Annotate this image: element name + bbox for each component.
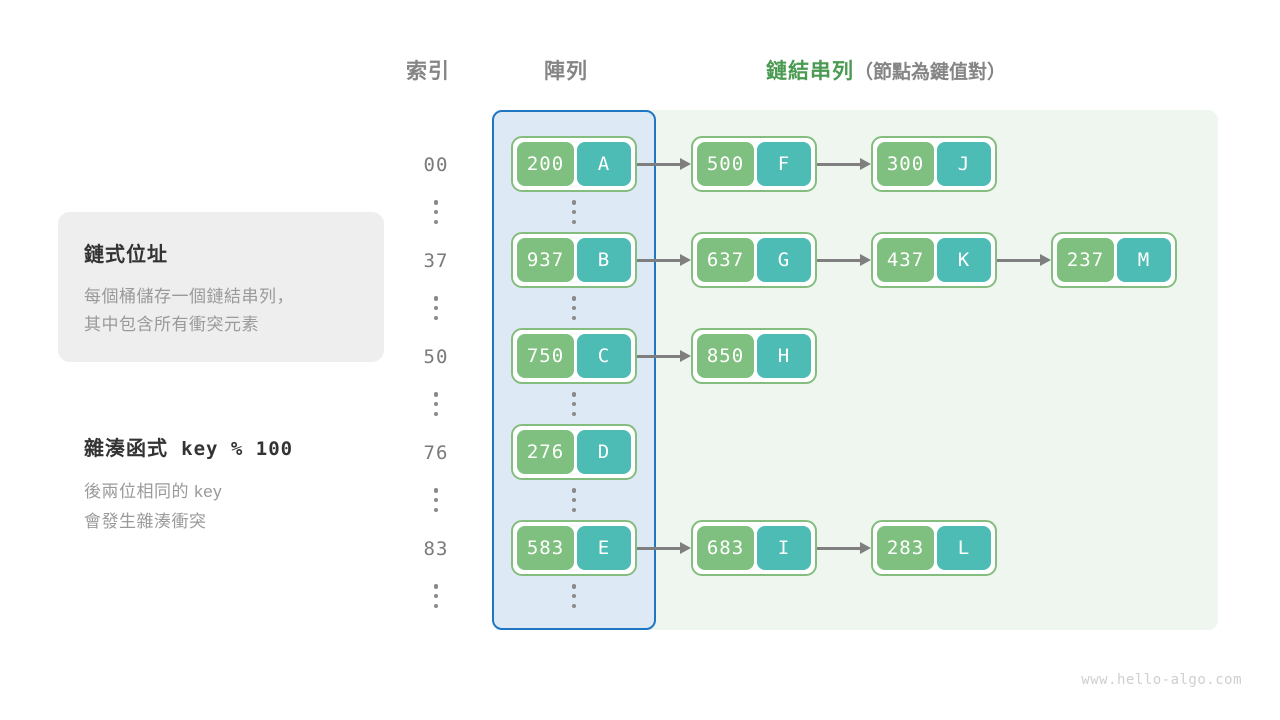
next-pointer-arrow (637, 158, 691, 170)
node-key: 276 (517, 430, 574, 474)
arrow-head (1040, 254, 1051, 266)
bucket-index-label: 00 (423, 154, 449, 176)
arrow-head (860, 542, 871, 554)
linked-list-subtitle: （節點為鍵值對） (854, 62, 1007, 83)
node-value: E (576, 526, 631, 570)
next-pointer-arrow (637, 350, 691, 362)
info-card: 鏈式位址 每個桶儲存一個鏈結串列， 其中包含所有衝突元素 (58, 212, 384, 362)
node-value: G (756, 238, 811, 282)
arrow-shaft (637, 546, 681, 550)
next-pointer-arrow (817, 254, 871, 266)
bucket-index-label: 76 (423, 442, 449, 464)
next-pointer-arrow (997, 254, 1051, 266)
arrow-head (680, 254, 691, 266)
node-key: 237 (1057, 238, 1114, 282)
array-ellipsis (567, 296, 581, 320)
node-value: M (1116, 238, 1171, 282)
index-ellipsis (429, 392, 443, 416)
info-card-line1: 每個桶儲存一個鏈結串列， (84, 287, 294, 306)
node-value: L (936, 526, 991, 570)
array-ellipsis (567, 200, 581, 224)
info-card-title: 鏈式位址 (84, 244, 168, 266)
node-key: 500 (697, 142, 754, 186)
node-value: H (756, 334, 811, 378)
node-key: 683 (697, 526, 754, 570)
index-ellipsis (429, 296, 443, 320)
array-ellipsis (567, 488, 581, 512)
node-key: 283 (877, 526, 934, 570)
arrow-shaft (637, 162, 681, 166)
index-ellipsis (429, 200, 443, 224)
node-key: 300 (877, 142, 934, 186)
index-ellipsis (429, 488, 443, 512)
arrow-head (860, 158, 871, 170)
hash-function-line1: 後兩位相同的 key (84, 482, 223, 501)
node-key: 437 (877, 238, 934, 282)
node-key: 937 (517, 238, 574, 282)
column-header-array: 陣列 (544, 60, 588, 83)
arrow-shaft (817, 162, 861, 166)
node-value: C (576, 334, 631, 378)
array-ellipsis (567, 584, 581, 608)
watermark: www.hello-algo.com (1081, 672, 1242, 688)
arrow-shaft (997, 258, 1041, 262)
next-pointer-arrow (817, 158, 871, 170)
node-value: I (756, 526, 811, 570)
hash-function-title: 雜湊函式 key % 100 (84, 432, 404, 461)
node-key: 850 (697, 334, 754, 378)
hash-function-line2: 會發生雜湊衝突 (84, 512, 207, 531)
node-value: D (576, 430, 631, 474)
arrow-shaft (817, 546, 861, 550)
node-value: K (936, 238, 991, 282)
next-pointer-arrow (637, 254, 691, 266)
arrow-shaft (817, 258, 861, 262)
arrow-head (680, 350, 691, 362)
arrow-shaft (637, 354, 681, 358)
info-card-body: 每個桶儲存一個鏈結串列， 其中包含所有衝突元素 (84, 283, 384, 339)
hash-function-expression: key % 100 (181, 438, 294, 460)
next-pointer-arrow (637, 542, 691, 554)
bucket-index-label: 50 (423, 346, 449, 368)
node-value: J (936, 142, 991, 186)
node-key: 583 (517, 526, 574, 570)
node-key: 637 (697, 238, 754, 282)
index-ellipsis (429, 584, 443, 608)
node-value: F (756, 142, 811, 186)
column-header-index: 索引 (406, 60, 450, 83)
hash-function-body: 後兩位相同的 key 會發生雜湊衝突 (84, 477, 404, 537)
hash-function-note: 雜湊函式 key % 100 後兩位相同的 key 會發生雜湊衝突 (84, 432, 404, 537)
node-value: A (576, 142, 631, 186)
hash-function-label: 雜湊函式 (84, 438, 168, 460)
info-card-line2: 其中包含所有衝突元素 (84, 315, 259, 334)
bucket-index-label: 83 (423, 538, 449, 560)
node-key: 750 (517, 334, 574, 378)
arrow-head (860, 254, 871, 266)
node-key: 200 (517, 142, 574, 186)
column-header-linked-list: 鏈結串列（節點為鍵值對） (766, 55, 1006, 85)
arrow-shaft (637, 258, 681, 262)
arrow-head (680, 542, 691, 554)
linked-list-title: 鏈結串列 (766, 60, 854, 83)
node-value: B (576, 238, 631, 282)
array-ellipsis (567, 392, 581, 416)
next-pointer-arrow (817, 542, 871, 554)
bucket-index-label: 37 (423, 250, 449, 272)
arrow-head (680, 158, 691, 170)
